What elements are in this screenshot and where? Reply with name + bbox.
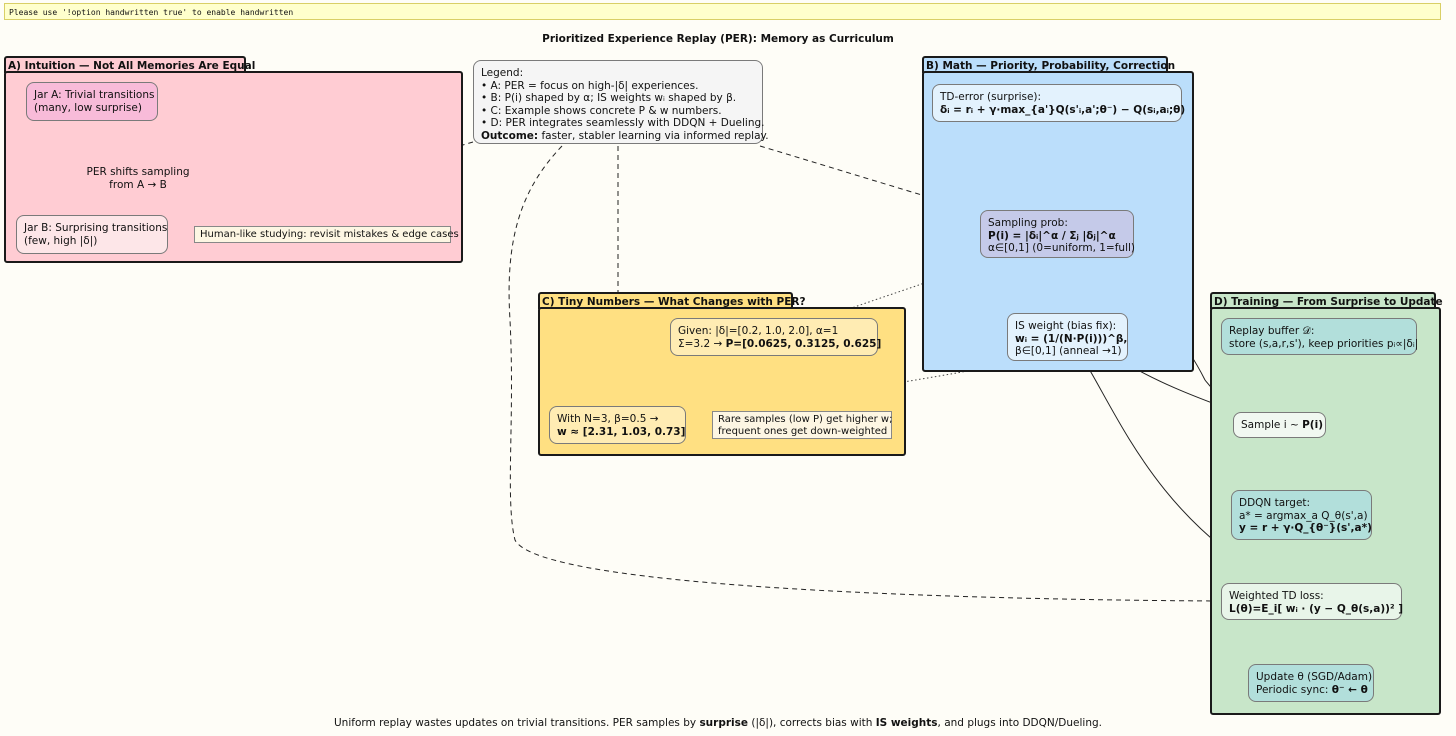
footer-caption: Uniform replay wastes updates on trivial… xyxy=(0,717,1436,729)
ddqn-target-line1: DDQN target: xyxy=(1239,497,1311,509)
legend-heading: Legend: xyxy=(481,67,524,79)
is-weight-formula: wᵢ = (1/(N·P(i)))^β, xyxy=(1015,332,1128,345)
is-weight-beta: β∈[0,1] (anneal →1) xyxy=(1015,345,1122,357)
update-line2: Periodic sync: θ⁻ ← θ xyxy=(1256,683,1368,697)
jar-edge-label-line2: from A → B xyxy=(109,178,167,191)
legend-outcome-label: Outcome: xyxy=(481,129,539,142)
jar-a-line1: Jar A: Trivial transitions xyxy=(34,89,155,101)
given-line2: Σ=3.2 → P=[0.0625, 0.3125, 0.625] xyxy=(678,337,881,351)
with-n-node: With N=3, β=0.5 → w ≈ [2.31, 1.03, 0.73] xyxy=(549,406,686,444)
package-d-tab: D) Training — From Surprise to Update xyxy=(1210,292,1443,309)
replay-buffer-node: Replay buffer 𝒟: store (s,a,r,s'), keep … xyxy=(1221,318,1419,355)
given-node: Given: |δ|=[0.2, 1.0, 2.0], α=1 Σ=3.2 → … xyxy=(670,318,881,356)
package-c-tab: C) Tiny Numbers — What Changes with PER? xyxy=(538,292,806,309)
sample-prob: P(i) xyxy=(1302,419,1324,431)
jar-a-line2: (many, low surprise) xyxy=(34,101,142,114)
footer-mid: (|δ|), corrects bias with xyxy=(748,717,876,729)
with-n-line1: With N=3, β=0.5 → xyxy=(557,413,659,425)
ddqn-target-argmax: a* = argmax_a Q_θ(s',a) xyxy=(1239,509,1368,522)
diagram-title: Prioritized Experience Replay (PER): Mem… xyxy=(542,33,894,45)
studying-note: Human-like studying: revisit mistakes & … xyxy=(194,226,459,243)
sampling-prob-node: Sampling prob: P(i) = |δᵢ|^α / Σⱼ |δⱼ|^α… xyxy=(980,210,1136,258)
sampling-prob-formula: P(i) = |δᵢ|^α / Σⱼ |δⱼ|^α xyxy=(988,229,1116,242)
legend-line-c: • C: Example shows concrete P & w number… xyxy=(481,104,722,117)
sampling-prob-line1: Sampling prob: xyxy=(988,217,1068,229)
rare-samples-line1: Rare samples (low P) get higher w; xyxy=(718,414,893,425)
legend-outcome-text: faster, stabler learning via informed re… xyxy=(538,129,769,142)
is-weight-line1: IS weight (bias fix): xyxy=(1015,320,1117,332)
footer-post: , and plugs into DDQN/Dueling. xyxy=(937,717,1102,729)
edge-legend-to-loss xyxy=(508,145,1221,604)
rare-samples-note: Rare samples (low P) get higher w; frequ… xyxy=(712,411,892,439)
jar-b-node: Jar B: Surprising transitions (few, high… xyxy=(16,215,168,254)
update-sync-label: Periodic sync: xyxy=(1256,683,1332,696)
weighted-loss-line1: Weighted TD loss: xyxy=(1229,590,1324,602)
jar-b-line1: Jar B: Surprising transitions xyxy=(24,222,168,234)
footer-pre: Uniform replay wastes updates on trivial… xyxy=(334,717,700,729)
legend-line-d: • D: PER integrates seamlessly with DDQN… xyxy=(481,117,765,129)
handwritten-option-banner: Please use '!option handwritten true' to… xyxy=(4,3,1441,20)
with-n-weights: w ≈ [2.31, 1.03, 0.73] xyxy=(557,425,686,438)
is-weight-node: IS weight (bias fix): wᵢ = (1/(N·P(i)))^… xyxy=(1007,313,1128,361)
legend-line-b: • B: P(i) shaped by α; IS weights wᵢ sha… xyxy=(481,92,737,104)
package-a-tab: A) Intuition — Not All Memories Are Equa… xyxy=(4,56,255,73)
weighted-loss-formula: L(θ)=E_i[ wᵢ · (y − Q_θ(s,a))² ] xyxy=(1229,602,1403,615)
update-sync-rule: θ⁻ ← θ xyxy=(1331,683,1368,696)
legend-line-a: • A: PER = focus on high-|δ| experiences… xyxy=(481,79,699,92)
package-b-tab: B) Math — Priority, Probability, Correct… xyxy=(922,56,1175,73)
jar-edge-label-line1: PER shifts sampling xyxy=(86,166,190,178)
given-probabilities: P=[0.0625, 0.3125, 0.625] xyxy=(725,337,882,350)
update-node: Update θ (SGD/Adam) Periodic sync: θ⁻ ← … xyxy=(1248,664,1374,702)
sample-node: Sample i ~ P(i) xyxy=(1233,412,1326,438)
replay-buffer-line2: store (s,a,r,s'), keep priorities pᵢ∝|δᵢ… xyxy=(1229,337,1419,350)
legend-outcome: Outcome: faster, stabler learning via in… xyxy=(481,129,769,143)
footer-surprise: surprise xyxy=(699,717,749,729)
sample-text: Sample i ~ xyxy=(1241,419,1303,431)
legend-box: Legend: • A: PER = focus on high-|δ| exp… xyxy=(473,60,769,144)
ddqn-target-node: DDQN target: a* = argmax_a Q_θ(s',a) y =… xyxy=(1231,490,1372,540)
weighted-loss-node: Weighted TD loss: L(θ)=E_i[ wᵢ · (y − Q_… xyxy=(1221,583,1403,620)
edge-legend-to-prob xyxy=(759,145,981,213)
td-error-formula: δᵢ = rᵢ + γ·max_{a'}Q(s'ᵢ,a';θ⁻) − Q(sᵢ,… xyxy=(940,103,1186,116)
given-line1: Given: |δ|=[0.2, 1.0, 2.0], α=1 xyxy=(678,325,839,337)
jar-a-node: Jar A: Trivial transitions (many, low su… xyxy=(26,82,158,121)
footer-is-weights: IS weights xyxy=(875,717,938,729)
ddqn-target-formula: y = r + γ·Q_{θ⁻}(s',a*) xyxy=(1239,522,1372,534)
td-error-node: TD-error (surprise): δᵢ = rᵢ + γ·max_{a'… xyxy=(932,84,1186,122)
jar-edge-label: PER shifts sampling from A → B xyxy=(84,166,192,191)
sampling-prob-alpha: α∈[0,1] (0=uniform, 1=full) xyxy=(988,242,1136,254)
jar-b-line2: (few, high |δ|) xyxy=(24,234,98,247)
rare-samples-line2: frequent ones get down-weighted xyxy=(718,426,888,437)
td-error-line1: TD-error (surprise): xyxy=(940,91,1042,103)
update-line1: Update θ (SGD/Adam) xyxy=(1256,671,1373,683)
given-sum: Σ=3.2 → xyxy=(678,337,726,350)
replay-buffer-line1: Replay buffer 𝒟: xyxy=(1229,325,1315,337)
